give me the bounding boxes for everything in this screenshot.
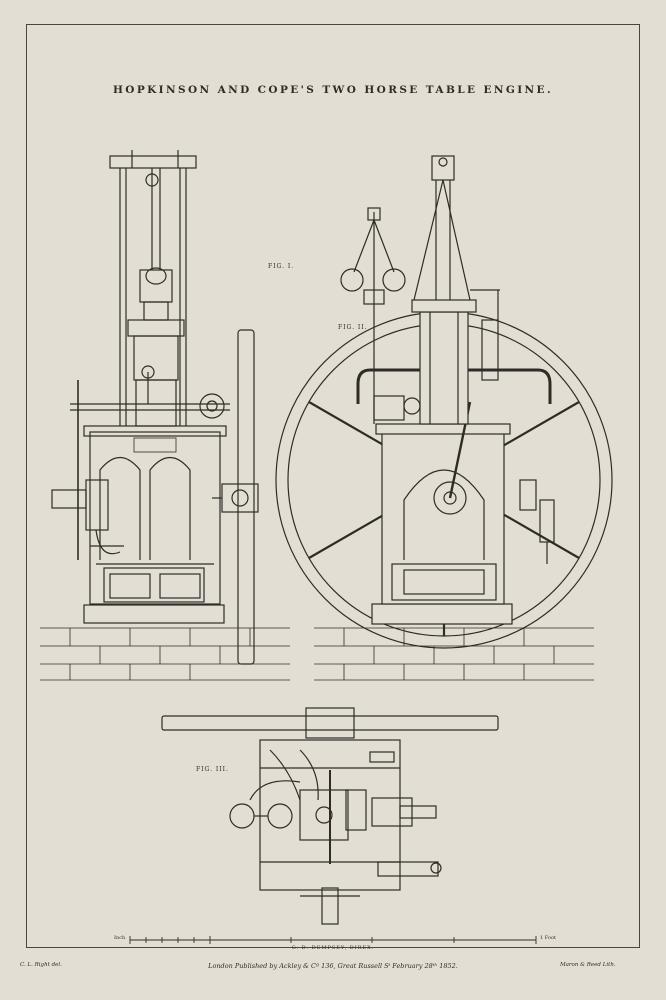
fig1-label: FIG. I.	[268, 263, 295, 270]
publisher-imprint: London Published by Ackley & Cº 136, Gre…	[208, 962, 458, 970]
plate-title: HOPKINSON AND COPE'S TWO HORSE TABLE ENG…	[112, 84, 554, 96]
artist-credit: C. L. Right del.	[20, 962, 62, 968]
fig3-label: FIG. III.	[196, 766, 229, 773]
scale-right-label: 1 Foot	[540, 935, 556, 941]
fig1-foundation	[40, 627, 290, 681]
printer-credit: Maron & Reed Lith.	[560, 962, 616, 968]
scale-left-label: Inch	[114, 935, 126, 941]
plate-border	[26, 24, 640, 948]
fig2-foundation	[314, 627, 594, 681]
fig2-label: FIG. II.	[338, 324, 368, 331]
fig2-front-elevation	[275, 155, 613, 681]
scale-bar	[129, 936, 537, 944]
fig1-side-elevation	[40, 150, 290, 681]
fig3-plan-view	[161, 707, 499, 925]
engraver-credit: G. D. DEMPSEY, DIREX.	[291, 945, 375, 951]
